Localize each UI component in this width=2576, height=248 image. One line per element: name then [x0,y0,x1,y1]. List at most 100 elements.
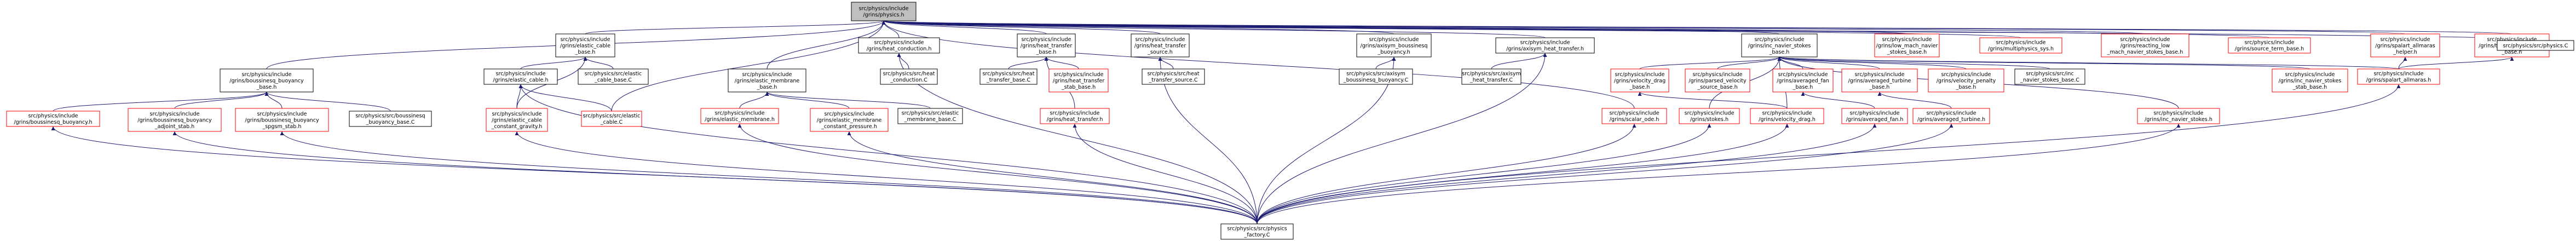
node-boussinesq-buoyancy-base-C[interactable]: src/physics/src/boussinesq_buoyancy_base… [349,111,432,127]
node-label-line: /grins/heat_transfer [1134,43,1186,49]
node-axisym-heat-transfer-h[interactable]: src/physics/include/grins/axisym_heat_tr… [1495,37,1595,54]
node-heat-transfer-base-h[interactable]: src/physics/include/grins/heat_transfer_… [1017,33,1076,57]
node-averaged-turbine-h[interactable]: src/physics/include/grins/averaged_turbi… [1912,108,1990,124]
node-label-line: src/physics/include [742,72,792,78]
node-axisym-boussinesq-buoyancy-C[interactable]: src/physics/src/axisym_boussinesq_buoyan… [1339,68,1413,85]
node-boussinesq-buoyancy-adjoint-stab-h[interactable]: src/physics/include/grins/boussinesq_buo… [128,108,222,132]
node-box [1741,33,1818,57]
node-elastic-membrane-base-h[interactable]: src/physics/include/grins/elastic_membra… [728,68,806,93]
node-label-line: _navier_stokes_base.C [2020,77,2079,83]
node-box [2228,37,2311,54]
node-box [1017,33,1076,57]
node-stokes-h[interactable]: src/physics/include/grins/stokes.h [1679,108,1740,124]
node-axisym-heat-transfer-C[interactable]: src/physics/src/axisym_heat_transfer.C [1461,68,1522,85]
edge-axisym_heat_transfer_C-to-axisym_heat_transfer_h [1491,53,1547,70]
node-label-line: src/physics/include [1520,40,1570,46]
node-box [897,108,963,124]
node-heat-conduction-h[interactable]: src/physics/include/grins/heat_conductio… [858,37,940,54]
edge-velocity_drag_base_h-to-inc_navier_stokes_base_h [1639,56,1782,70]
node-heat-transfer-source-C[interactable]: src/physics/src/heat_transfer_source.C [1142,68,1205,85]
node-box [851,2,917,21]
node-elastic-cable-base-h[interactable]: src/physics/include/grins/elastic_cable_… [555,33,615,57]
node-parsed-velocity-source-base-h[interactable]: src/physics/include/grins/parsed_velocit… [1685,68,1750,93]
node-heat-transfer-stab-base-h[interactable]: src/physics/include/grins/heat_transfer_… [1048,68,1109,93]
node-label-line: src/physics/include [257,111,307,117]
node-averaged-fan-h[interactable]: src/physics/include/grins/averaged_fan.h [1841,108,1908,124]
node-averaged-turbine-base-h[interactable]: src/physics/include/grins/averaged_turbi… [1841,68,1918,93]
node-label-line: src/physics/include [149,111,199,117]
node-label-line: src/physics/include [1996,40,2045,46]
node-inc-navier-stokes-base-C[interactable]: src/physics/src/inc_navier_stokes_base.C [2014,68,2085,85]
node-elastic-cable-h[interactable]: src/physics/include/grins/elastic_cable.… [483,68,558,85]
node-physics-C[interactable]: src/physics/src/physics.C [2497,40,2574,51]
node-label-line: _base.h [1956,84,1976,90]
edge-averaged_fan_h-to-averaged_fan_base_h [1801,91,1875,109]
node-boussinesq-buoyancy-spgsm-stab-h[interactable]: src/physics/include/grins/boussinesq_buo… [235,108,329,132]
node-spalart-allmaras-h[interactable]: src/physics/include/grins/spalart_allmar… [2357,68,2440,85]
node-label-line: /grins/averaged_fan.h [1846,117,1904,123]
edge-averaged_turbine_base_h-to-inc_navier_stokes_base_h [1777,56,1880,70]
node-elastic-cable-base-C[interactable]: src/physics/src/elastic_cable_base.C [578,68,649,85]
node-label-line: /grins/multiphysics_sys.h [1988,46,2054,52]
node-box [810,108,889,132]
node-boussinesq-buoyancy-base-h[interactable]: src/physics/include/grins/boussinesq_buo… [220,68,314,93]
node-label-line: src/physics/src/axisym [1462,71,1521,77]
node-axisym-boussinesq-buoyancy-h[interactable]: src/physics/include/grins/axisym_boussin… [1356,33,1432,57]
edge-layer [51,20,2536,224]
node-box [1610,68,1669,93]
node-label-line: _base.h [2502,49,2522,55]
node-label-line: _adjoint_stab.h [154,124,194,130]
node-heat-conduction-C[interactable]: src/physics/src/heat_conduction.C [880,68,938,85]
node-label-line: /grins/axisym_boussinesq [1360,43,1427,49]
node-box [2014,68,2085,85]
node-label-line: _boussinesq_buoyancy.C [1343,77,1409,83]
node-heat-transfer-h[interactable]: src/physics/include/grins/heat_transfer.… [1040,108,1110,124]
node-elastic-cable-constant-gravity-h[interactable]: src/physics/include/grins/elastic_cable_… [486,108,548,132]
node-velocity-penalty-base-h[interactable]: src/physics/include/grins/velocity_penal… [1928,68,2004,93]
edge-boussinesq_buoyancy_h-to-boussinesq_buoyancy_base_h [53,91,269,112]
node-inc-navier-stokes-h[interactable]: src/physics/include/grins/inc_navier_sto… [2137,108,2220,124]
node-multiphysics-sys-h[interactable]: src/physics/include/grins/multiphysics_s… [1979,37,2062,54]
node-label-line: src/physics/include [858,6,908,12]
node-velocity-drag-h[interactable]: src/physics/include/grins/velocity_drag.… [1750,108,1824,124]
edge-elastic_cable_base_C-to-elastic_cable_base_h [583,56,614,70]
node-heat-transfer-source-h[interactable]: src/physics/include/grins/heat_transfer_… [1131,33,1190,57]
node-label-line: src/physics/include [241,72,291,78]
node-heat-transfer-base-C[interactable]: src/physics/src/heat_transfer_base.C [979,68,1038,85]
node-label-line: /grins/stokes.h [1690,117,1728,123]
node-box [1356,33,1432,57]
node-elastic-membrane-h[interactable]: src/physics/include/grins/elastic_membra… [700,108,779,124]
node-low-mach-navier-stokes-base-h[interactable]: src/physics/include/grins/low_mach_navie… [1874,33,1940,57]
edge-scalar_ode_h-to-root [881,20,1635,109]
node-label-line: src/physics/src/heat [982,71,1034,77]
node-inc-navier-stokes-base-h[interactable]: src/physics/include/grins/inc_navier_sto… [1741,33,1818,57]
node-box [2272,68,2348,93]
node-inc-navier-stokes-stab-base-h[interactable]: src/physics/include/grins/inc_navier_sto… [2272,68,2348,93]
node-label-line: src/physics/include [2373,71,2423,77]
node-boussinesq-buoyancy-h[interactable]: src/physics/include/grins/boussinesq_buo… [6,111,100,127]
node-velocity-drag-base-h[interactable]: src/physics/include/grins/velocity_drag_… [1610,68,1669,93]
edge-physics_factory_C-to-axisym_boussinesq_buoyancy_h [1257,56,1396,224]
node-box [1495,37,1595,54]
edge-physics_factory_C-to-heat_transfer_source_h [1158,56,1258,224]
edge-averaged_turbine_h-to-averaged_turbine_base_h [1877,91,1952,109]
node-averaged-fan-base-h[interactable]: src/physics/include/grins/averaged_fan_b… [1772,68,1834,93]
node-source-term-base-h[interactable]: src/physics/include/grins/source_term_ba… [2228,37,2311,54]
node-elastic-membrane-constant-pressure-h[interactable]: src/physics/include/grins/elastic_membra… [810,108,889,132]
node-scalar-ode-h[interactable]: src/physics/include/grins/scalar_ode.h [1601,108,1667,124]
node-label-line: /grins/heat_conduction.h [867,46,932,52]
node-elastic-cable-C[interactable]: src/physics/src/elastic_cable.C [581,111,642,127]
node-reacting-low-mach-h[interactable]: src/physics/include/grins/reacting_low_m… [2101,33,2189,57]
edge-physics_factory_C-to-velocity_drag_h [1257,123,1789,224]
node-label-line: src/physics/include [1053,72,1103,78]
edge-physics_factory_C-to-spalart_allmaras_h [1257,84,2401,224]
node-label-line: _cable_base.C [594,77,632,83]
node-label-line: /grins/low_mach_navier [1876,43,1938,49]
node-spalart-allmaras-helper-h[interactable]: src/physics/include/grins/spalart_allmar… [2370,33,2440,57]
node-label-line: /grins/inc_navier_stokes.h [2145,117,2212,123]
node-physics-factory-C[interactable]: src/physics/src/physics_factory.C [1220,223,1294,240]
node-box [880,68,938,85]
node-label-line: src/physics/src/elastic [583,113,641,119]
node-elastic-membrane-base-C[interactable]: src/physics/src/elastic_membrane_base.C [897,108,963,124]
node-label-line: _mach_navier_stokes_base.h [2107,49,2183,55]
